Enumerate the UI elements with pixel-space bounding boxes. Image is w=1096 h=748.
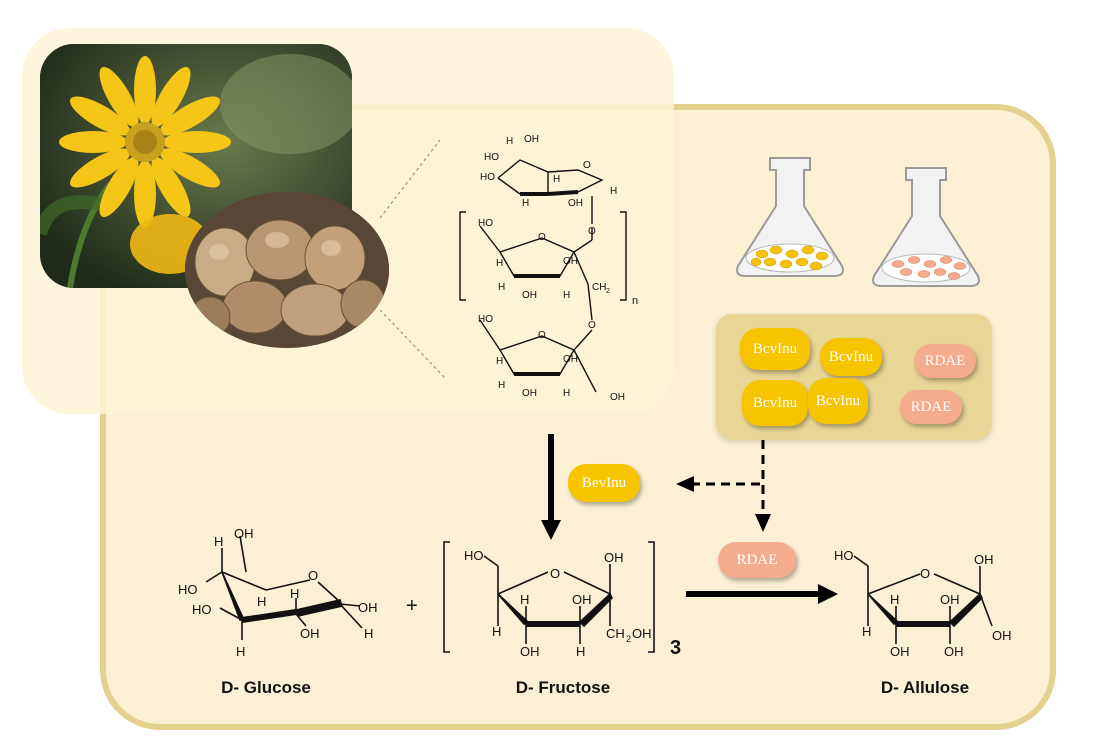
svg-text:HO: HO <box>178 582 198 597</box>
svg-text:H: H <box>506 136 513 147</box>
allulose-label: D- Allulose <box>880 678 970 697</box>
connector-line <box>379 309 446 379</box>
svg-text:CH: CH <box>592 282 606 293</box>
right-arrow <box>686 584 838 604</box>
inulin-atom-labels: H OH HO HO H O H H OH O HO O H OH H OH H… <box>478 134 638 403</box>
glucose-structure <box>205 535 363 640</box>
fructose-structure <box>443 541 655 653</box>
svg-text:OH: OH <box>522 388 537 399</box>
svg-text:H: H <box>862 624 871 639</box>
svg-text:OH: OH <box>632 626 652 641</box>
svg-text:H: H <box>563 388 570 399</box>
svg-text:CH: CH <box>606 626 625 641</box>
bcvinu-enzyme-pill: BcvInu <box>808 378 868 424</box>
svg-text:OH: OH <box>234 526 254 541</box>
svg-text:O: O <box>538 330 546 341</box>
svg-text:H: H <box>257 594 266 609</box>
svg-text:OH: OH <box>524 134 539 145</box>
flower-icon <box>59 56 231 228</box>
svg-text:H: H <box>610 186 617 197</box>
svg-text:O: O <box>550 566 560 581</box>
svg-text:H: H <box>214 534 223 549</box>
svg-text:OH: OH <box>610 392 625 403</box>
connector-line <box>379 139 441 219</box>
flask-icon <box>736 157 844 277</box>
svg-text:H: H <box>492 624 501 639</box>
svg-text:OH: OH <box>940 592 960 607</box>
svg-text:2: 2 <box>626 634 631 644</box>
allulose-atom-labels: HO O OH H OH H OH OH OH <box>834 548 1012 659</box>
svg-text:OH: OH <box>568 198 583 209</box>
fructose-multiplier: 3 <box>670 637 681 659</box>
svg-text:H: H <box>364 626 373 641</box>
bcvinu-enzyme-pill: BcvInu <box>820 338 882 376</box>
svg-text:HO: HO <box>480 172 495 183</box>
flask-icon <box>872 167 980 287</box>
svg-text:OH: OH <box>974 552 994 567</box>
bcvinu-enzyme-pill: BcvInu <box>740 328 810 370</box>
svg-text:OH: OH <box>563 256 578 267</box>
svg-text:OH: OH <box>572 592 592 607</box>
svg-text:HO: HO <box>484 152 499 163</box>
svg-text:HO: HO <box>192 602 212 617</box>
rdae-enzyme-pill: RDAE <box>914 344 976 378</box>
rdae-enzyme-pill: RDAE <box>900 390 962 424</box>
svg-text:H: H <box>496 356 503 367</box>
svg-text:OH: OH <box>300 626 320 641</box>
svg-text:H: H <box>890 592 899 607</box>
svg-text:OH: OH <box>563 354 578 365</box>
svg-text:H: H <box>522 198 529 209</box>
svg-text:O: O <box>583 160 591 171</box>
svg-text:H: H <box>576 644 585 659</box>
bevinu-enzyme-label: BevInu <box>568 464 640 502</box>
tuber-photo <box>185 192 389 348</box>
svg-text:O: O <box>588 226 596 237</box>
svg-text:H: H <box>236 644 245 659</box>
svg-text:OH: OH <box>522 290 537 301</box>
svg-text:OH: OH <box>992 628 1012 643</box>
svg-text:O: O <box>920 566 930 581</box>
svg-text:H: H <box>498 282 505 293</box>
allulose-structure <box>853 555 993 644</box>
inulin-structure <box>459 159 627 393</box>
svg-text:O: O <box>588 320 596 331</box>
svg-text:H: H <box>496 258 503 269</box>
svg-text:HO: HO <box>464 548 484 563</box>
glucose-atom-labels: H OH HO HO H O H OH OH H H <box>178 526 378 659</box>
svg-text:OH: OH <box>520 644 540 659</box>
svg-text:HO: HO <box>478 314 493 325</box>
glucose-label: D- Glucose <box>221 678 311 697</box>
fructose-atom-labels: HO O OH H OH H OH H CH 2 OH <box>464 548 652 659</box>
svg-text:H: H <box>290 586 299 601</box>
svg-text:OH: OH <box>890 644 910 659</box>
svg-text:2: 2 <box>606 288 610 295</box>
svg-text:H: H <box>498 380 505 391</box>
svg-text:O: O <box>538 232 546 243</box>
svg-text:OH: OH <box>604 550 624 565</box>
svg-text:H: H <box>553 174 560 185</box>
bcvinu-enzyme-pill: BcvInu <box>742 380 808 426</box>
fructose-label: D- Fructose <box>515 678 611 697</box>
plus-sign: + <box>406 595 418 617</box>
dashed-arrow-down <box>755 440 771 532</box>
down-arrow <box>541 434 561 540</box>
svg-text:HO: HO <box>834 548 854 563</box>
svg-text:O: O <box>308 568 318 583</box>
svg-text:OH: OH <box>944 644 964 659</box>
svg-text:HO: HO <box>478 218 493 229</box>
dashed-arrow-left <box>676 476 760 492</box>
svg-text:H: H <box>563 290 570 301</box>
svg-text:H: H <box>520 592 529 607</box>
svg-text:OH: OH <box>358 600 378 615</box>
rdae-enzyme-label: RDAE <box>718 542 796 578</box>
svg-text:n: n <box>632 295 638 307</box>
enzyme-cluster-box: BcvInu BcvInu BcvInu BcvInu RDAE RDAE <box>716 314 992 440</box>
